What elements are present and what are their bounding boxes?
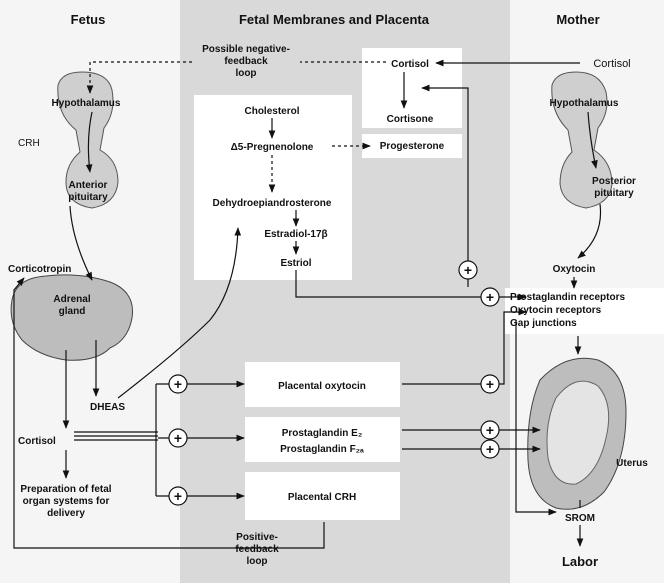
fetal-hypothalamus-shape — [57, 71, 119, 209]
preparation-label-1: Preparation of fetal — [20, 484, 111, 495]
plus-circle-cortisol-feedback: + — [458, 260, 478, 280]
svg-text:+: + — [174, 376, 182, 392]
plus-circle-pge2-output: + — [480, 420, 500, 440]
fetal-crh-label: CRH — [18, 138, 40, 149]
prostaglandin-f2a-label: Prostaglandin F₂ₐ — [280, 444, 364, 455]
negative-feedback-label-3: loop — [235, 68, 256, 79]
positive-feedback-line — [13, 277, 325, 549]
fetal-cortisol-triple-lines — [74, 431, 158, 441]
uterus-label: Uterus — [616, 458, 648, 469]
anterior-pituitary-label-2: pituitary — [68, 192, 108, 203]
posterior-to-oxytocin-arrow — [577, 203, 602, 259]
estradiol-label: Estradiol-17β — [264, 229, 327, 240]
dhea-label: Dehydroepiandrosterone — [213, 198, 332, 209]
progesterone-box — [362, 134, 462, 158]
preparation-label-2: organ systems for — [23, 496, 110, 507]
svg-text:+: + — [174, 488, 182, 504]
up-to-placental-cortisol-line — [421, 84, 469, 287]
svg-text:+: + — [486, 422, 494, 438]
pregnenolone-label: Δ5-Pregnenolone — [231, 142, 314, 153]
ox-receptors-label: Oxytocin receptors — [510, 305, 602, 316]
pituitary-to-adrenal-arrow — [69, 205, 93, 281]
plus-circle-oxytocin-input: + — [168, 374, 188, 394]
adrenal-label-2: gland — [59, 306, 86, 317]
preparation-label-3: delivery — [47, 508, 85, 519]
placental-oxytocin-to-receptors-line — [402, 308, 527, 385]
positive-feedback-label-2: feedback — [235, 544, 279, 555]
svg-text:+: + — [464, 262, 472, 278]
gap-junctions-label: Gap junctions — [510, 318, 577, 329]
cholesterol-label: Cholesterol — [244, 106, 299, 117]
dheas-label: DHEAS — [90, 402, 125, 413]
svg-text:+: + — [174, 430, 182, 446]
negative-feedback-line — [90, 61, 386, 93]
fetal-crh-arrow — [85, 111, 93, 173]
srom-label: SROM — [565, 513, 595, 524]
plus-circle-estriol: + — [480, 287, 500, 307]
plus-circle-oxytocin-output: + — [480, 374, 500, 394]
prostaglandin-e2-label: Prostaglandin E₂ — [282, 428, 363, 439]
placental-crh-label: Placental CRH — [288, 492, 356, 503]
negative-feedback-label-1: Possible negative- — [202, 44, 290, 55]
fetal-cortisol-label: Cortisol — [18, 436, 56, 447]
maternal-cortisol-label: Cortisol — [593, 58, 630, 70]
steroid-pathway-box — [194, 95, 352, 280]
posterior-pituitary-label-1: Posterior — [592, 176, 636, 187]
maternal-hypothalamus-label: Hypothalamus — [550, 98, 619, 109]
labor-label: Labor — [562, 554, 598, 569]
placental-cortisol-label: Cortisol — [391, 59, 429, 70]
prostaglandin-box — [245, 417, 400, 462]
placental-crh-box — [245, 472, 400, 520]
estriol-label: Estriol — [280, 258, 311, 269]
estriol-to-receptors-line — [295, 270, 527, 301]
anterior-pituitary-label-1: Anterior — [69, 180, 108, 191]
adrenal-gland-shape — [10, 274, 134, 361]
posterior-pituitary-label-2: pituitary — [594, 188, 634, 199]
positive-feedback-label-1: Positive- — [236, 532, 278, 543]
negative-feedback-label-2: feedback — [224, 56, 268, 67]
header-fetus: Fetus — [71, 12, 106, 27]
pg-receptors-label: Prostaglandin receptors — [510, 292, 625, 303]
uterus-to-srom-line — [515, 320, 557, 516]
placental-oxytocin-box — [245, 362, 400, 407]
header-membranes: Fetal Membranes and Placenta — [239, 12, 430, 27]
maternal-oxytocin-label: Oxytocin — [553, 264, 596, 275]
adrenal-label-1: Adrenal — [53, 294, 90, 305]
positive-feedback-label-3: loop — [246, 556, 267, 567]
cortisone-label: Cortisone — [387, 114, 434, 125]
corticotropin-label: Corticotropin — [8, 264, 71, 275]
progesterone-label: Progesterone — [380, 141, 445, 152]
header-mother: Mother — [556, 12, 599, 27]
fetal-hypothalamus-label: Hypothalamus — [52, 98, 121, 109]
svg-text:+: + — [486, 376, 494, 392]
plus-circle-prostaglandin-input: + — [168, 428, 188, 448]
svg-text:+: + — [486, 441, 494, 457]
plus-circle-crh-input: + — [168, 486, 188, 506]
placental-oxytocin-label: Placental oxytocin — [278, 381, 366, 392]
maternal-hypothalamus-shape — [551, 71, 613, 209]
dheas-to-dhea-arrow — [117, 227, 242, 399]
maternal-hypothalamus-arrow — [587, 111, 598, 169]
plus-circle-pgf2a-output: + — [480, 439, 500, 459]
fetus-in-uterus-shape — [546, 380, 610, 485]
svg-text:+: + — [486, 289, 494, 305]
receptors-box — [505, 288, 664, 334]
